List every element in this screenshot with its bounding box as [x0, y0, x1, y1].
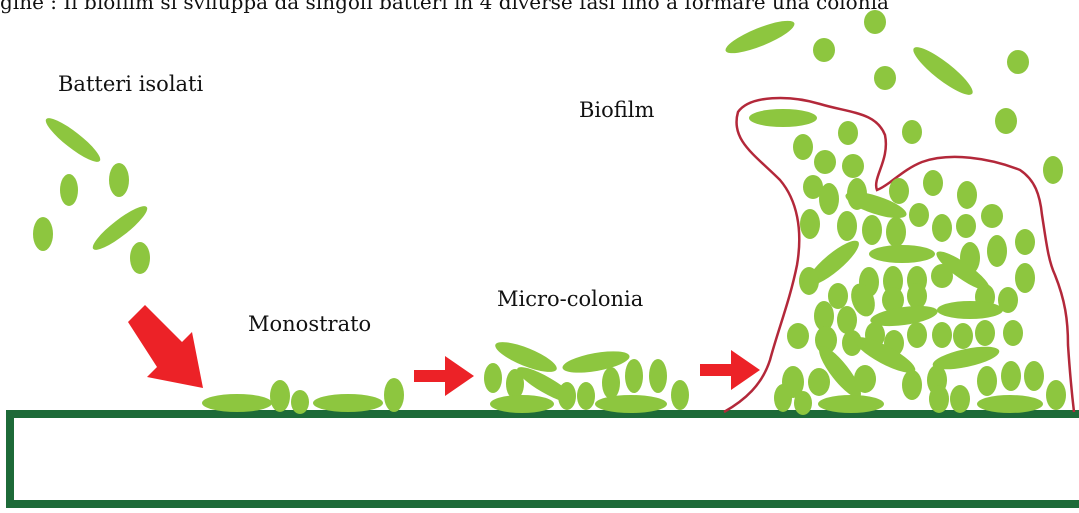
- bacterium: [625, 359, 643, 393]
- bacterium: [577, 382, 595, 410]
- bacterium: [808, 368, 830, 396]
- bacterium: [595, 395, 667, 413]
- label-isolated-bacteria: Batteri isolati: [58, 74, 203, 95]
- bacterium: [862, 215, 882, 245]
- bacterium: [837, 211, 857, 241]
- bacterium: [561, 347, 631, 377]
- bacterium: [818, 395, 884, 413]
- bacterium: [937, 301, 1003, 319]
- arrow-to-microcolony: [414, 356, 474, 396]
- bacterium: [828, 283, 848, 309]
- bacterium: [291, 390, 309, 414]
- substrate-block: [10, 414, 1079, 504]
- bacterium: [977, 366, 997, 396]
- bacterium: [838, 121, 858, 145]
- arrow-to-monolayer: [128, 305, 203, 388]
- bacterium: [558, 382, 576, 410]
- bacterium: [886, 217, 906, 247]
- bacterium: [907, 322, 927, 348]
- bacterium: [923, 170, 943, 196]
- bacterium: [814, 150, 836, 174]
- bacterium: [774, 384, 792, 412]
- bacterium: [874, 66, 896, 90]
- label-microcolony: Micro-colonia: [497, 289, 643, 310]
- monolayer-bacteria: [202, 378, 404, 414]
- bacterium: [819, 183, 839, 215]
- bacterium: [837, 306, 857, 334]
- bacterium: [649, 359, 667, 393]
- bacterium: [932, 214, 952, 242]
- bacterium: [799, 267, 819, 295]
- bacterium: [202, 394, 272, 412]
- bacterium: [313, 394, 383, 412]
- bacterium: [1003, 320, 1023, 346]
- bacterium: [813, 38, 835, 62]
- isolated-bacteria: [33, 113, 152, 274]
- arrow-to-biofilm: [700, 350, 760, 390]
- bacterium: [1001, 361, 1021, 391]
- bacterium: [270, 380, 290, 412]
- bacterium: [1043, 156, 1063, 184]
- bacterium: [981, 204, 1003, 228]
- bacterium: [671, 380, 689, 410]
- bacterium: [490, 395, 554, 413]
- bacterium: [929, 385, 949, 413]
- bacterium: [60, 174, 78, 206]
- bacterium: [842, 154, 864, 178]
- microcolony-bacteria: [484, 336, 689, 413]
- bacterium: [953, 323, 973, 349]
- bacterium: [484, 363, 502, 393]
- bacterium: [384, 378, 404, 412]
- bacterium: [1015, 263, 1035, 293]
- substrate: [10, 414, 1079, 504]
- bacterium: [130, 242, 150, 274]
- bacterium: [932, 322, 952, 348]
- bacterium: [793, 134, 813, 160]
- biofilm-bacteria: [722, 10, 1066, 415]
- bacterium: [1015, 229, 1035, 255]
- bacterium: [41, 113, 104, 167]
- bacterium: [977, 395, 1043, 413]
- bacterium: [602, 367, 620, 399]
- bacterium: [907, 283, 927, 309]
- bacterium: [787, 323, 809, 349]
- bacterium: [889, 178, 909, 204]
- bacterium: [902, 120, 922, 144]
- bacterium: [909, 203, 929, 227]
- bacterium: [902, 370, 922, 400]
- bacterium: [869, 245, 935, 263]
- label-monolayer: Monostrato: [248, 314, 371, 335]
- bacterium: [1007, 50, 1029, 74]
- bacterium: [908, 41, 977, 101]
- bacterium: [957, 181, 977, 209]
- bacterium: [794, 391, 812, 415]
- bacterium: [950, 385, 970, 413]
- bacterium: [109, 163, 129, 197]
- bacterium: [722, 15, 797, 59]
- bacterium: [1024, 361, 1044, 391]
- bacterium: [33, 217, 53, 251]
- bacterium: [800, 209, 820, 239]
- label-biofilm: Biofilm: [579, 100, 654, 121]
- bacterium: [956, 214, 976, 238]
- bacterium: [995, 108, 1017, 134]
- bacterium: [975, 320, 995, 346]
- bacterium: [749, 109, 817, 127]
- bacterium: [987, 235, 1007, 267]
- figure-caption: gine : Il biofilm si sviluppa da singoli…: [0, 0, 889, 12]
- bacterium: [931, 264, 953, 288]
- bacterium: [854, 365, 876, 393]
- bacterium: [1046, 380, 1066, 410]
